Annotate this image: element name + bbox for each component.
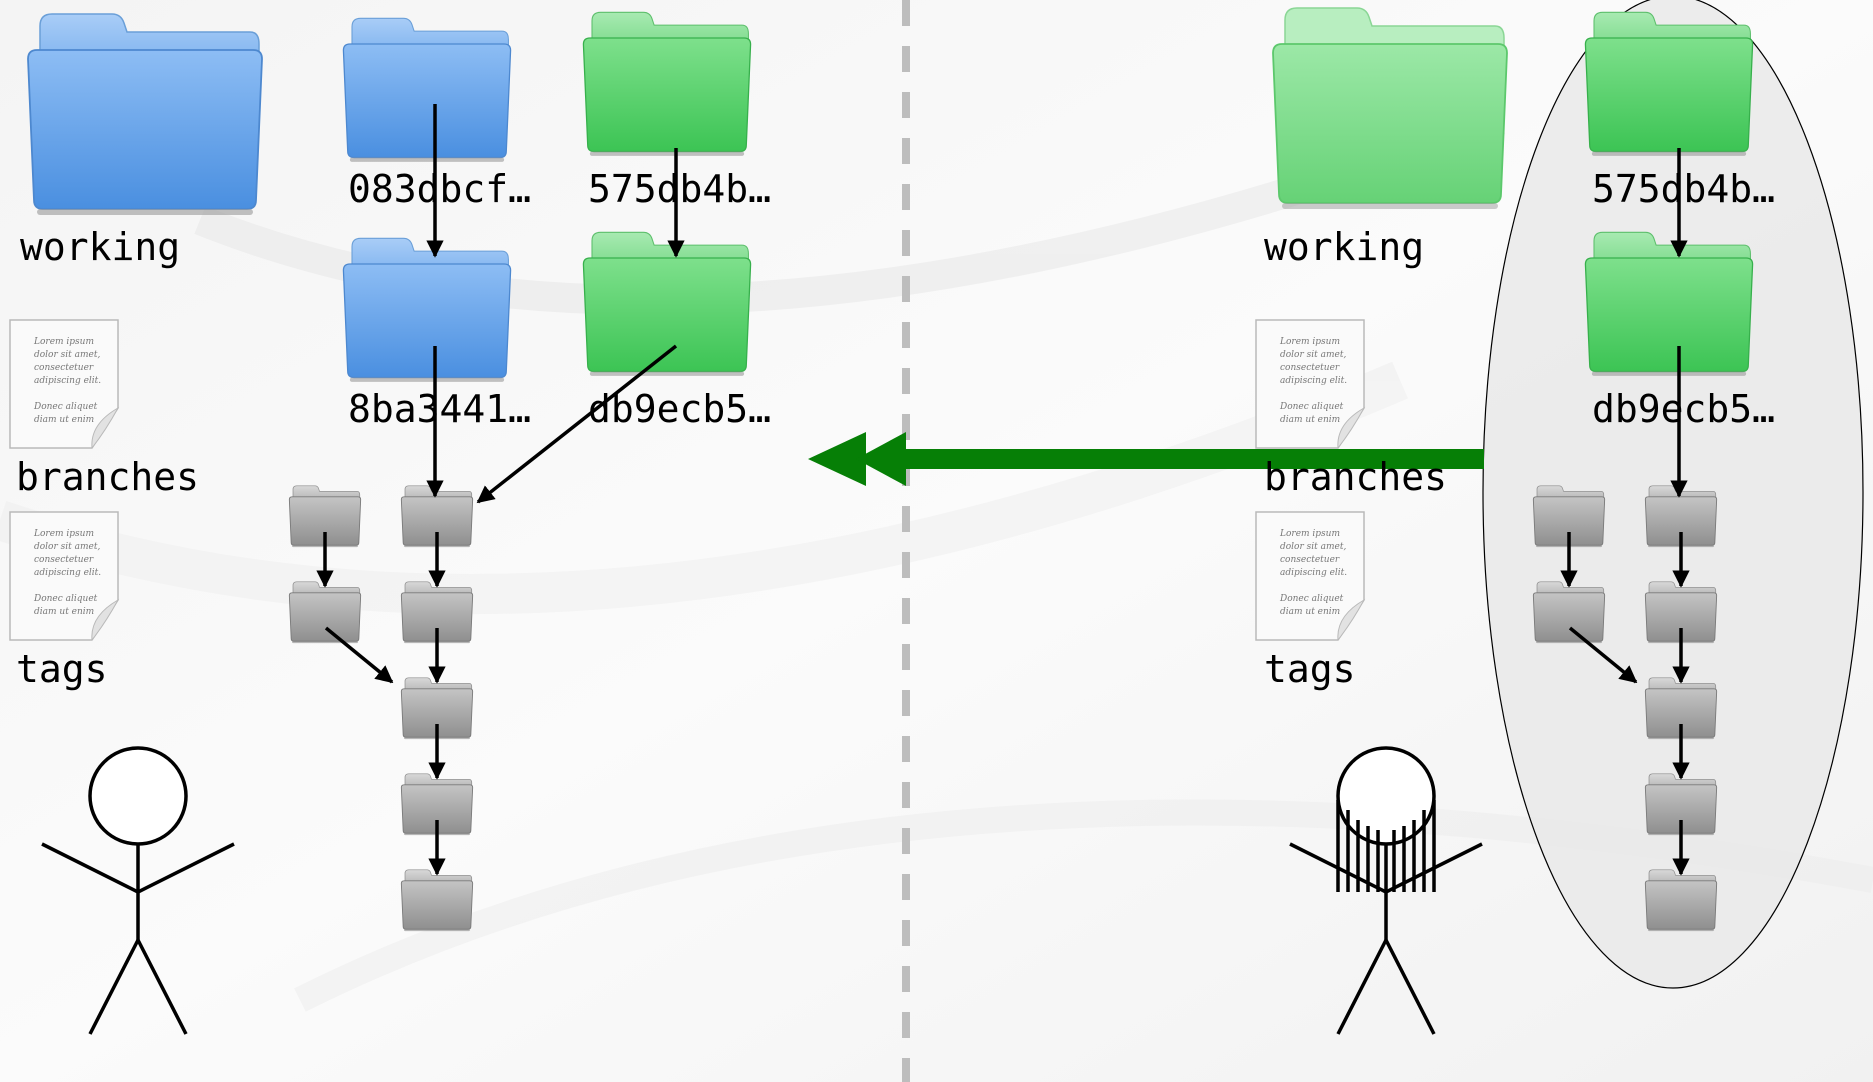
doc-line: diam ut enim bbox=[34, 415, 94, 425]
doc-line: dolor sit amet, bbox=[1280, 350, 1346, 360]
doc-line: Lorem ipsum bbox=[1279, 529, 1340, 539]
left-repository: working Lorem ipsum dolor sit amet, cons… bbox=[9, 11, 771, 1035]
remote-commit-label: 575db4b… bbox=[588, 167, 771, 211]
branches-label: branches bbox=[16, 455, 199, 499]
doc-line: Donec aliquet bbox=[33, 594, 98, 604]
doc-line: dolor sit amet, bbox=[34, 350, 100, 360]
commit-folder-icon bbox=[288, 581, 362, 644]
right-repository: working Lorem ipsum dolor sit amet, cons… bbox=[1255, 6, 1775, 1035]
doc-line: diam ut enim bbox=[34, 607, 94, 617]
working-folder-icon bbox=[26, 12, 264, 217]
doc-line: Lorem ipsum bbox=[33, 337, 94, 347]
branches-document-icon: Lorem ipsum dolor sit amet, consectetuer… bbox=[1255, 319, 1366, 449]
tags-document-icon: Lorem ipsum dolor sit amet, consectetuer… bbox=[1255, 511, 1366, 641]
doc-line: adipiscing elit. bbox=[1280, 568, 1347, 578]
commit-arrows bbox=[316, 104, 685, 876]
tags-label: tags bbox=[1264, 647, 1356, 691]
doc-line: dolor sit amet, bbox=[34, 542, 100, 552]
working-label: working bbox=[20, 225, 180, 269]
commit-folder-icon bbox=[1532, 581, 1606, 644]
doc-line: consectetuer bbox=[1280, 363, 1340, 373]
doc-line: diam ut enim bbox=[1280, 415, 1340, 425]
remote-branch-folder-icon bbox=[1584, 11, 1754, 157]
doc-line: adipiscing elit. bbox=[34, 376, 101, 386]
commit-folder-icon bbox=[400, 869, 474, 932]
commit-arrows bbox=[1560, 148, 1690, 876]
stick-figure-icon bbox=[41, 746, 235, 1035]
remote-commit-label: db9ecb5… bbox=[1592, 387, 1775, 431]
push-arrow bbox=[808, 432, 1484, 486]
branch-head-folder-icon bbox=[342, 17, 512, 163]
tags-document-icon: Lorem ipsum dolor sit amet, consectetuer… bbox=[9, 511, 120, 641]
tags-label: tags bbox=[16, 647, 108, 691]
doc-line: adipiscing elit. bbox=[1280, 376, 1347, 386]
working-folder-icon bbox=[1271, 6, 1509, 211]
doc-line: Lorem ipsum bbox=[33, 529, 94, 539]
branch-head-folder-icon bbox=[342, 237, 512, 383]
branches-label: branches bbox=[1264, 455, 1447, 499]
remote-commit-label: 575db4b… bbox=[1592, 167, 1775, 211]
doc-line: Donec aliquet bbox=[1279, 402, 1344, 412]
doc-line: diam ut enim bbox=[1280, 607, 1340, 617]
doc-line: Donec aliquet bbox=[1279, 594, 1344, 604]
remote-branch-folder-icon bbox=[582, 11, 752, 157]
doc-line: consectetuer bbox=[34, 363, 94, 373]
remote-branch-folder-icon bbox=[1584, 231, 1754, 377]
doc-line: adipiscing elit. bbox=[34, 568, 101, 578]
working-label: working bbox=[1264, 225, 1424, 269]
doc-line: consectetuer bbox=[34, 555, 94, 565]
branches-document-icon: Lorem ipsum dolor sit amet, consectetuer… bbox=[9, 319, 120, 449]
doc-line: dolor sit amet, bbox=[1280, 542, 1346, 552]
commit-folder-icon bbox=[1644, 869, 1718, 932]
stick-figure-long-hair-icon bbox=[1289, 746, 1483, 1035]
doc-line: consectetuer bbox=[1280, 555, 1340, 565]
doc-line: Donec aliquet bbox=[33, 402, 98, 412]
remote-commit-label: db9ecb5… bbox=[588, 387, 771, 431]
commit-label: 083dbcf… bbox=[348, 167, 531, 211]
doc-line: Lorem ipsum bbox=[1279, 337, 1340, 347]
commit-label: 8ba3441… bbox=[348, 387, 531, 431]
